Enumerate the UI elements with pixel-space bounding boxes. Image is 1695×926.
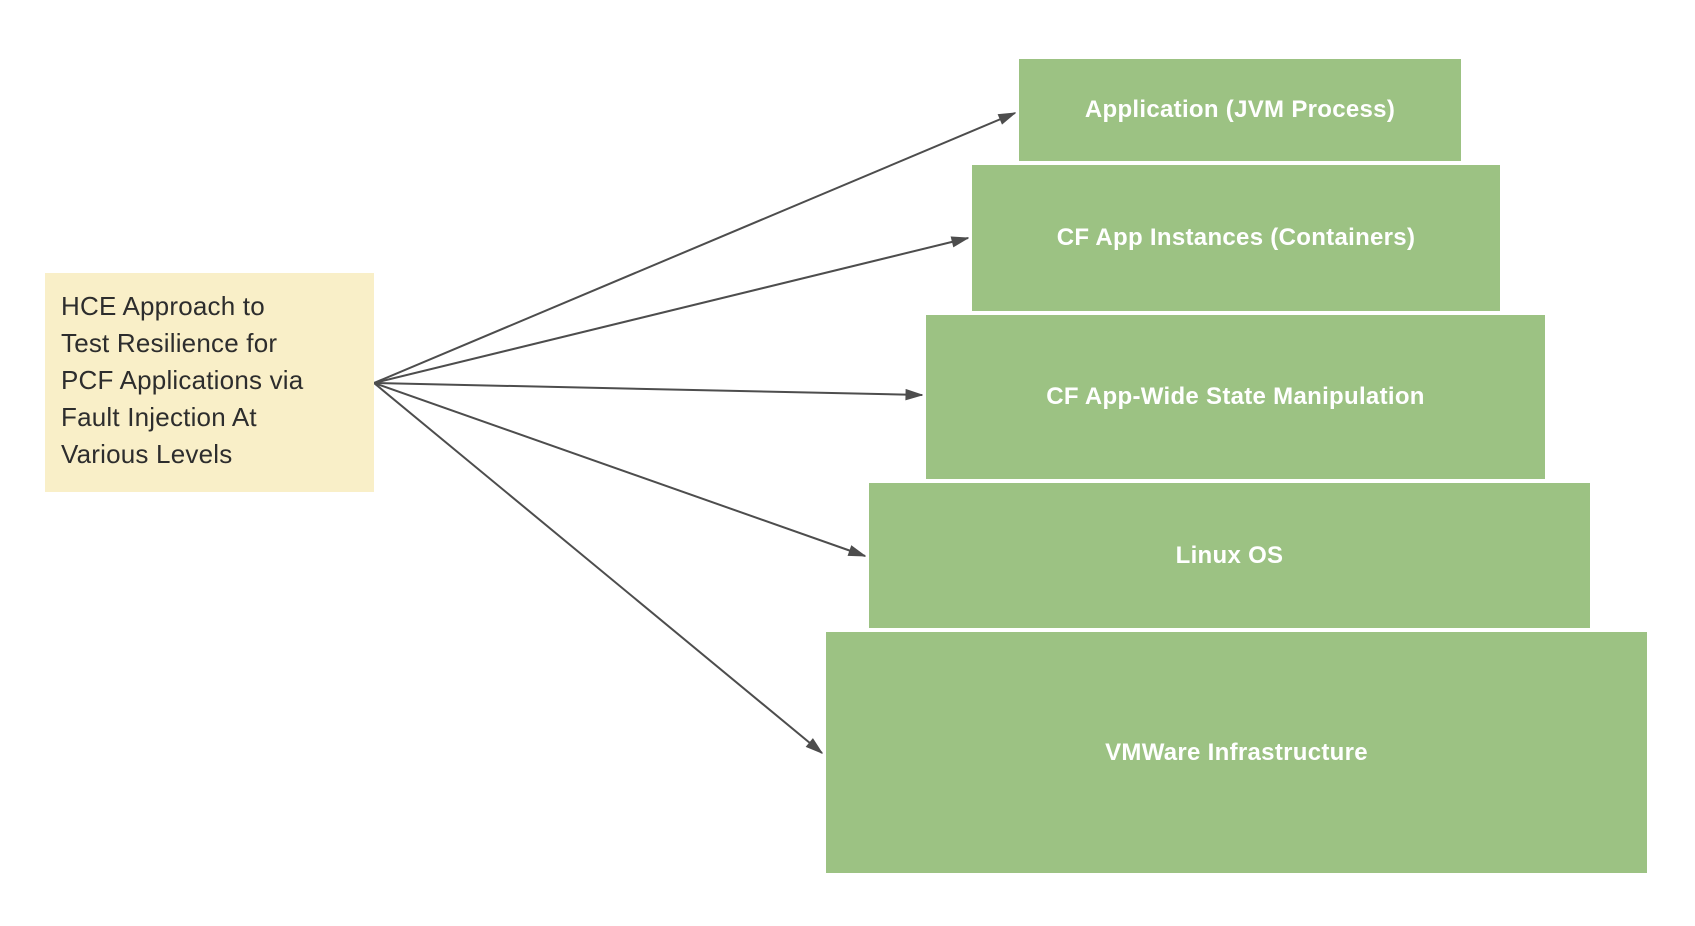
arrow-to-vmware-infrastructure-icon bbox=[373, 382, 822, 753]
arrow-to-linux-os-icon bbox=[373, 382, 865, 557]
note-box: HCE Approach to Test Resilience for PCF … bbox=[45, 273, 374, 492]
level-box-linux-os: Linux OS bbox=[869, 483, 1590, 628]
level-box-vmware-infrastructure: VMWare Infrastructure bbox=[826, 632, 1647, 873]
level-box-cf-app-instances: CF App Instances (Containers) bbox=[972, 165, 1500, 311]
level-box-cf-app-wide-state: CF App-Wide State Manipulation bbox=[926, 315, 1545, 479]
arrow-to-application-icon bbox=[373, 112, 1015, 384]
arrow-to-cf-app-instances-icon bbox=[373, 238, 968, 384]
level-box-application-jvm-process: Application (JVM Process) bbox=[1019, 59, 1461, 161]
arrow-to-cf-app-wide-state-icon bbox=[373, 382, 922, 395]
